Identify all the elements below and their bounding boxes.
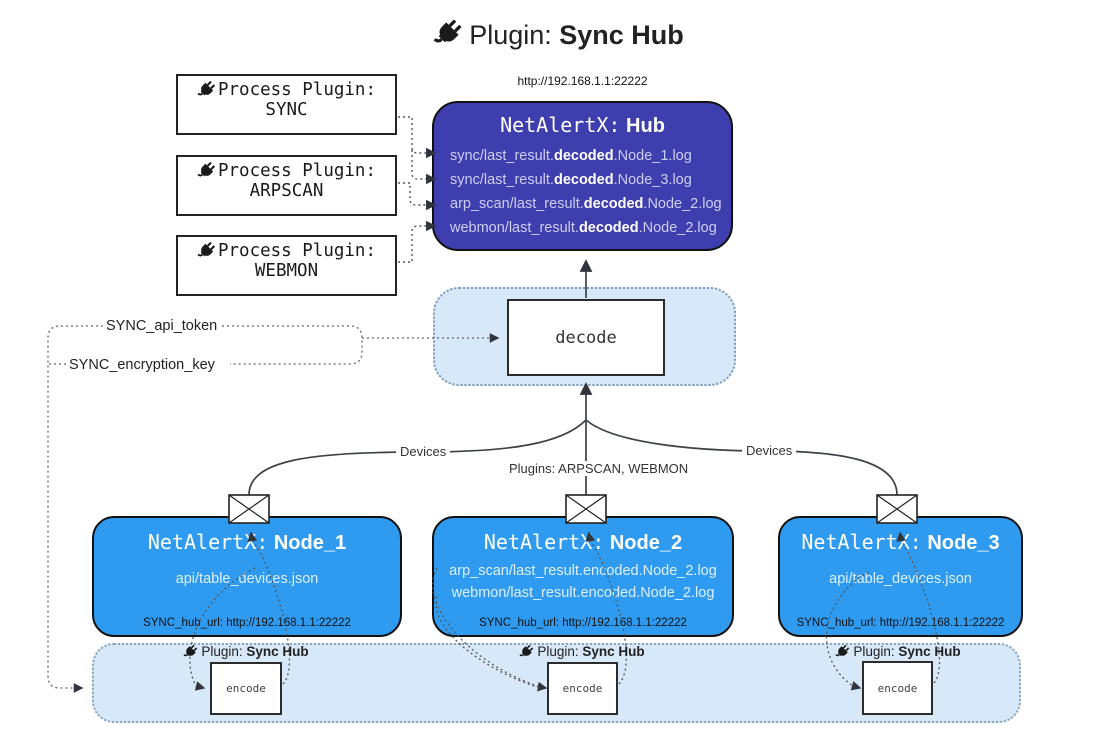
process-plugin-label: Process Plugin: (217, 80, 377, 100)
plug-icon (518, 642, 536, 661)
devices-right-label: Devices (742, 443, 797, 458)
hub-log-line: arp_scan/last_result.decoded.Node_2.log (450, 196, 722, 212)
node-hub-url: SYNC_hub_url: http://192.168.1.1:22222 (479, 617, 687, 629)
node-hub-url: SYNC_hub_url: http://192.168.1.1:22222 (796, 617, 1005, 629)
plugin-to-hub-edges (398, 116, 437, 263)
node-file-line: api/table_devices.json (175, 571, 319, 587)
process-plugin-box-webmon: Process Plugin: WEBMON (176, 235, 397, 296)
encode-box-1: encode (210, 662, 282, 715)
process-plugin-label: Process Plugin: (217, 241, 377, 261)
node-2-box: NetAlertX: Node_2 arp_scan/last_result.e… (432, 516, 734, 637)
node-title: NetAlertX: Node_3 (801, 530, 1000, 554)
hub-box: NetAlertX: Hub sync/last_result.decoded.… (432, 101, 733, 251)
encoder-plugin-label: Plugin: Sync Hub (502, 642, 662, 661)
decode-box: decode (507, 299, 665, 376)
plugins-mid-label: Plugins: ARPSCAN, WEBMON (505, 461, 693, 476)
node-title: NetAlertX: Node_1 (147, 530, 347, 554)
page-title: Plugin: Sync Hub (0, 15, 1117, 51)
node-1-box: NetAlertX: Node_1 api/table_devices.json… (92, 516, 402, 637)
title-prefix: Plugin: (469, 20, 552, 50)
process-plugin-box-arpscan: Process Plugin: ARPSCAN (176, 155, 397, 216)
encode-box-2: encode (547, 662, 618, 715)
hub-url-label: http://192.168.1.1:22222 (517, 74, 648, 88)
node-file-line: api/table_devices.json (829, 571, 972, 587)
node-file-line: webmon/last_result.encoded.Node_2.log (451, 585, 715, 601)
encoder-plugin-label: Plugin: Sync Hub (166, 642, 326, 661)
devices-left-label: Devices (396, 444, 451, 459)
plug-icon (834, 642, 852, 661)
node-3-box: NetAlertX: Node_3 api/table_devices.json… (778, 516, 1023, 637)
plug-icon (182, 642, 200, 661)
process-plugin-name: WEBMON (254, 261, 319, 281)
node-hub-url: SYNC_hub_url: http://192.168.1.1:22222 (143, 617, 351, 629)
hub-title-name: Hub (626, 115, 665, 137)
hub-title-prefix: NetAlertX: (500, 113, 621, 137)
process-plugin-label: Process Plugin: (217, 161, 377, 181)
plug-icon (195, 78, 218, 101)
sync-api-token-label: SYNC_api_token (103, 318, 221, 334)
title-emphasis: Sync Hub (559, 20, 684, 50)
hub-title: NetAlertX: Hub (434, 113, 731, 138)
process-plugin-box-sync: Process Plugin: SYNC (176, 74, 397, 135)
plug-icon (195, 159, 218, 182)
node-file-line: arp_scan/last_result.encoded.Node_2.log (449, 563, 717, 579)
hub-log-line: webmon/last_result.decoded.Node_2.log (450, 220, 717, 236)
key-to-band-edge (47, 325, 103, 693)
hub-log-line: sync/last_result.decoded.Node_3.log (450, 172, 692, 188)
process-plugin-name: SYNC (265, 100, 308, 120)
sync-encryption-key-label: SYNC_encryption_key (66, 357, 218, 373)
hub-log-list: sync/last_result.decoded.Node_1.log sync… (434, 144, 731, 240)
encode-box-3: encode (862, 661, 933, 715)
encoder-plugin-label: Plugin: Sync Hub (818, 642, 978, 661)
plug-icon (430, 15, 466, 51)
plug-icon (195, 239, 218, 262)
node-title: NetAlertX: Node_2 (483, 530, 683, 554)
hub-log-line: sync/last_result.decoded.Node_1.log (450, 148, 692, 164)
process-plugin-name: ARPSCAN (249, 181, 324, 201)
